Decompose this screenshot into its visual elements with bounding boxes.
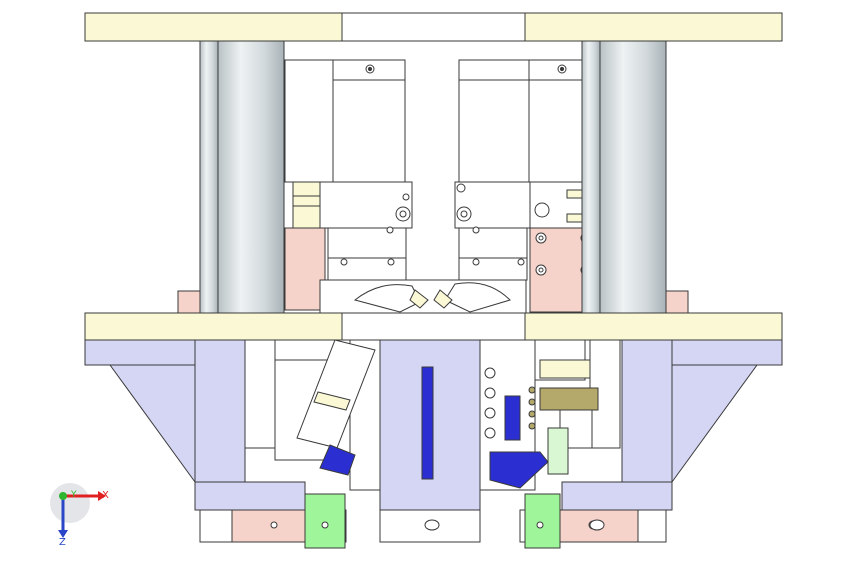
- triad-sphere: [50, 483, 90, 523]
- guide-columns: [199, 40, 667, 314]
- y-axis-label: Y: [70, 490, 77, 500]
- bottom-plates: [199, 493, 667, 549]
- center-gripper: [319, 279, 527, 315]
- y-axis-icon: [59, 492, 67, 500]
- right-motor-assembly: [454, 59, 600, 313]
- base-frame: [84, 339, 783, 511]
- orientation-triad: X Y Z: [50, 483, 109, 548]
- z-axis-label: Z: [59, 537, 66, 548]
- top-plate: [84, 12, 783, 42]
- x-axis-label: X: [102, 490, 109, 501]
- right-finger: [479, 339, 599, 491]
- angled-finger: [296, 339, 376, 476]
- left-motor-assembly: [284, 59, 413, 311]
- middle-plate: [84, 312, 783, 341]
